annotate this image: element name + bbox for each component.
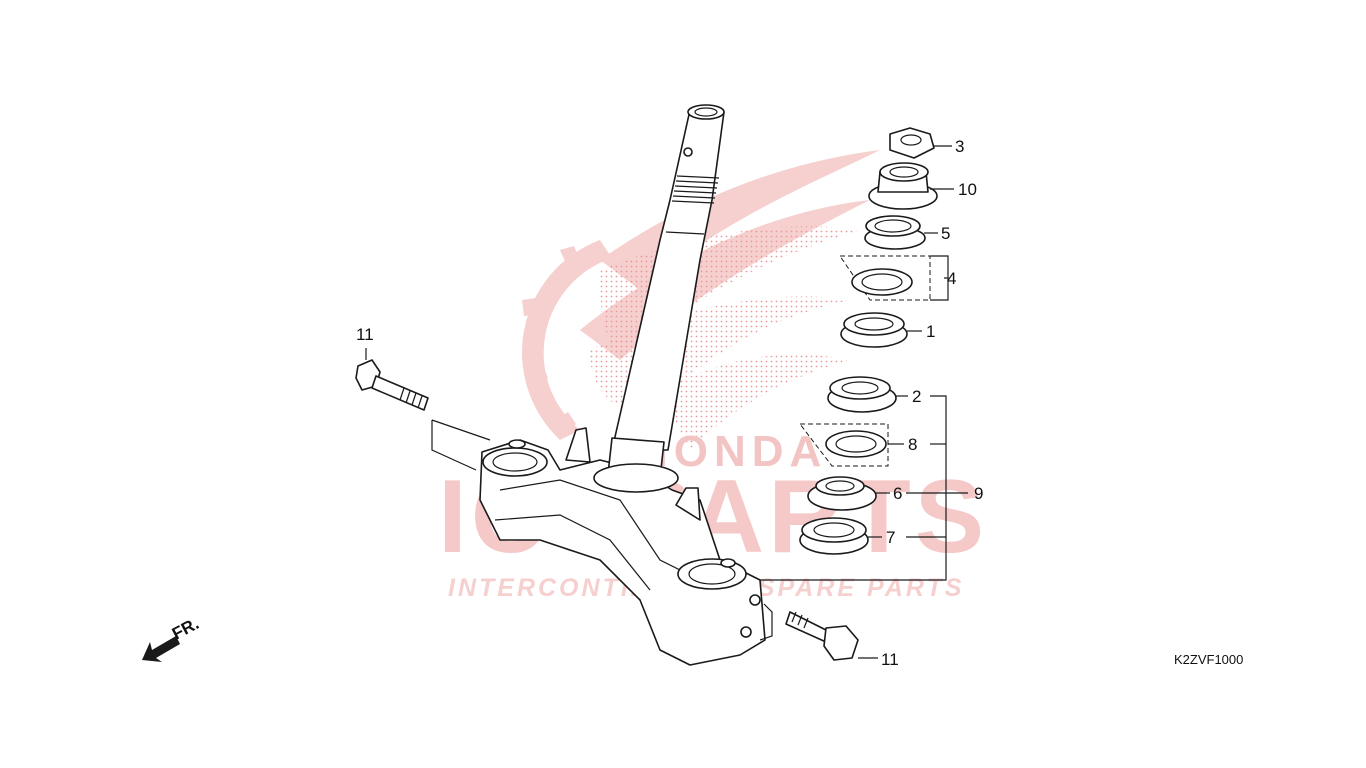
callout-11-upper: 11: [356, 325, 374, 344]
part-upper-cone: [864, 215, 926, 250]
part-upper-bearing: [839, 255, 931, 301]
part-lower-bearing: [798, 423, 889, 467]
callout-9: 9: [974, 484, 983, 503]
part-nut: [889, 127, 935, 159]
leader-lines: [760, 145, 968, 581]
part-upper-race: [840, 312, 908, 348]
callout-7: 7: [886, 528, 895, 547]
callout-8: 8: [908, 435, 917, 454]
callout-1: 1: [926, 322, 935, 341]
callout-11-lower: 11: [881, 650, 899, 669]
gear-icon: [522, 240, 612, 440]
part-bolt-lower: [759, 603, 878, 661]
callout-10: 10: [958, 180, 977, 199]
part-lock-nut: [868, 162, 938, 210]
part-dust-seal: [799, 517, 869, 555]
callout-5: 5: [941, 224, 950, 243]
part-bolt-upper: [355, 348, 491, 471]
callout-6: 6: [893, 484, 902, 503]
front-arrow-icon: [142, 636, 180, 662]
diagram-code: K2ZVF1000: [1174, 652, 1243, 667]
callout-2: 2: [912, 387, 921, 406]
part-lower-race: [827, 376, 897, 413]
callout-labels: 3 10 5 4 1 2 8 6 9 7 11 11: [356, 137, 983, 669]
callout-3: 3: [955, 137, 964, 156]
part-lower-cone: [807, 476, 877, 511]
front-direction-indicator: FR.: [142, 614, 202, 662]
steering-stem: [479, 104, 766, 666]
callout-4: 4: [947, 269, 956, 288]
